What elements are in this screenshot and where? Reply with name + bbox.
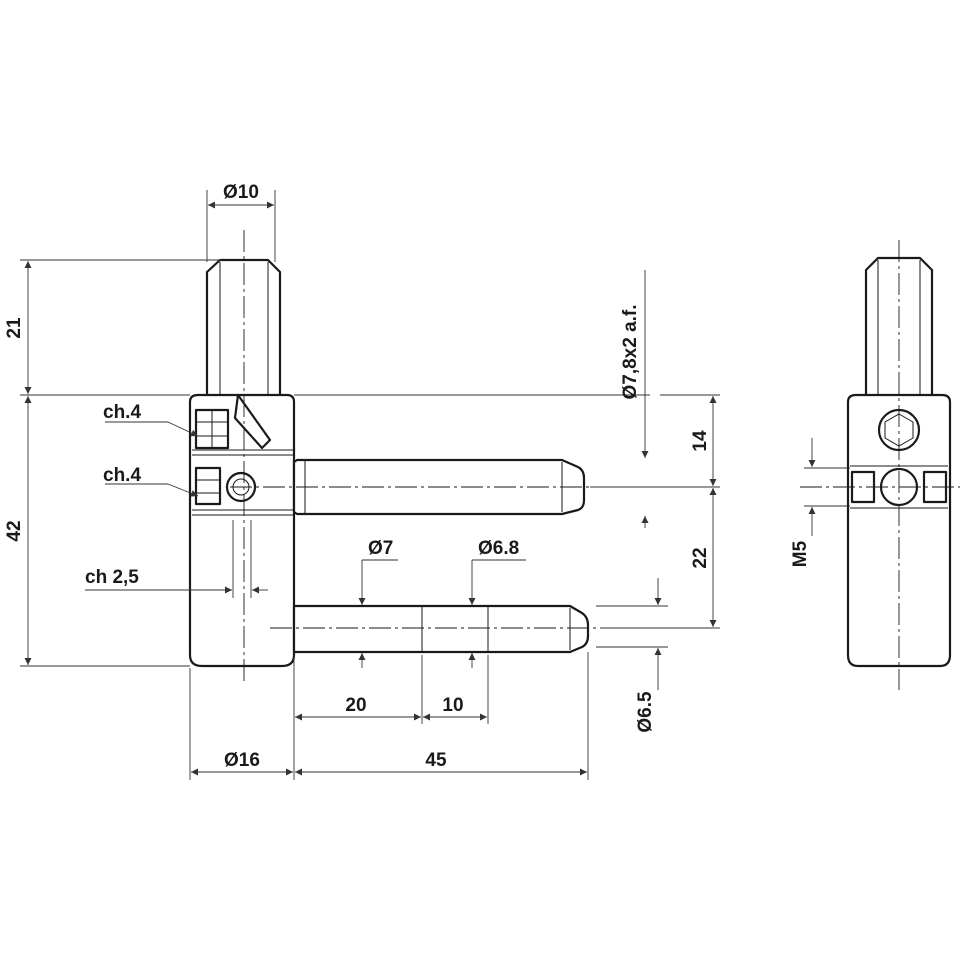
dim-14: 14	[690, 430, 711, 452]
dim-d16: Ø16	[224, 750, 260, 771]
dim-42: 42	[4, 520, 25, 541]
dim-d68: Ø6.8	[478, 538, 519, 559]
dim-20: 20	[345, 695, 366, 716]
ch4-top: ch.4	[103, 402, 141, 423]
dim-d78: Ø7,8x2 a.f.	[620, 304, 641, 399]
dim-m5: M5	[790, 540, 811, 567]
dim-22: 22	[690, 547, 711, 568]
hex-socket-top	[194, 408, 230, 450]
dim-d7: Ø7	[368, 538, 393, 559]
dim-d65: Ø6.5	[635, 691, 656, 733]
dim-d10: Ø10	[223, 182, 259, 203]
ch4-mid: ch.4	[103, 465, 141, 486]
dimensions: Ø10 21 42 ch.4 ch.4 ch 2,5 Ø7,8x2 a.f.	[4, 182, 850, 780]
hex-socket-mid	[194, 466, 222, 506]
upper-pin	[205, 258, 282, 395]
side-view	[800, 240, 960, 690]
front-view	[188, 230, 610, 685]
lower-horizontal-pin	[292, 604, 590, 654]
dim-10: 10	[442, 695, 463, 716]
dim-21: 21	[4, 317, 25, 339]
dim-ch25: ch 2,5	[85, 567, 139, 588]
dim-45: 45	[425, 750, 447, 771]
